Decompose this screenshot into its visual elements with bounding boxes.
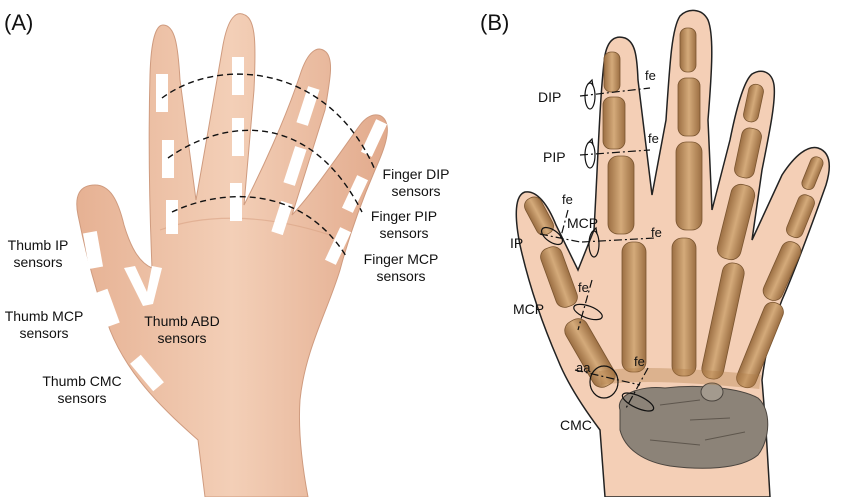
label-ip: IP [510, 235, 523, 251]
bone-ring-distal [743, 83, 764, 123]
bone-ring-metacarpal [701, 262, 745, 380]
joint-arcs [161, 73, 376, 257]
label-aa-cmc: aa [576, 360, 591, 375]
axis-cmc-aa [574, 369, 641, 386]
label-fe-pip: fe [648, 131, 659, 146]
sensor-thumb-abd [124, 266, 162, 306]
arrowhead-mcp [591, 226, 598, 235]
rot-arrow-mcp-thumb [573, 303, 603, 321]
label-mcp-finger: MCP [567, 215, 598, 231]
label-thumb-cmc-2: sensors [57, 390, 106, 406]
sensor-middle-dip [232, 57, 244, 95]
bone-little-proximal [762, 241, 802, 301]
panel-a-label: (A) [4, 10, 33, 35]
bone-thumb-distal [524, 196, 554, 236]
rot-arrow-ip [540, 226, 564, 246]
sensor-index-pip [162, 140, 174, 178]
bone-little-metacarpal [736, 301, 784, 389]
rot-arrow-dip [584, 82, 596, 110]
sensor-index-dip [156, 74, 168, 112]
skeleton [524, 27, 824, 389]
label-thumb-abd-1: Thumb ABD [144, 313, 219, 329]
bone-ring-proximal [716, 183, 756, 261]
bone-thumb-proximal [540, 246, 578, 308]
rot-arrow-cmc-aa [589, 365, 619, 399]
sensor-middle-pip [232, 118, 244, 156]
label-thumb-ip-2: sensors [13, 254, 62, 270]
bone-ring-middle [734, 127, 762, 179]
panel-b: (B) [480, 9, 831, 497]
bone-index-metacarpal [621, 241, 647, 373]
arrowhead-pip [587, 137, 594, 146]
arrowhead-dip [587, 78, 594, 87]
sensor-ring-mcp [271, 200, 293, 236]
sensor-index-mcp [166, 200, 178, 234]
sensor-ring-pip [283, 146, 307, 186]
carpal-pisiform [700, 382, 724, 402]
label-pip: PIP [543, 149, 566, 165]
sensor-little-pip [341, 175, 369, 213]
label-finger-pip-2: sensors [379, 225, 428, 241]
sensor-thumb-cmc [130, 354, 164, 392]
arc-pip [167, 129, 363, 213]
bone-index-middle [602, 96, 626, 150]
label-thumb-ip-1: Thumb IP [8, 237, 69, 253]
sensor-little-mcp [324, 227, 352, 265]
label-finger-mcp-2: sensors [376, 268, 425, 284]
label-dip: DIP [538, 89, 561, 105]
bone-middle-middle [677, 77, 701, 137]
label-thumb-mcp-2: sensors [19, 325, 68, 341]
label-finger-dip-1: Finger DIP [383, 166, 450, 182]
axis-mcp-finger [581, 237, 656, 243]
bone-middle-proximal [675, 141, 703, 231]
bone-middle-distal [679, 27, 697, 73]
sensor-thumb-mcp [94, 288, 120, 328]
bone-little-distal [801, 156, 824, 190]
panel-b-label: (B) [480, 10, 509, 35]
bone-middle-metacarpal [671, 237, 697, 377]
carpal-mass [618, 386, 769, 469]
axis-ip [539, 233, 581, 243]
axis-mcp-thumb [577, 279, 593, 331]
thumb-sensors [82, 231, 164, 392]
carpals [618, 382, 769, 469]
label-fe-mcp-thumb: fe [578, 280, 589, 295]
label-cmc: CMC [560, 417, 592, 433]
label-thumb-cmc-1: Thumb CMC [42, 373, 121, 389]
label-finger-pip-1: Finger PIP [371, 208, 437, 224]
rot-arrow-mcp-finger [588, 230, 600, 258]
axis-pip [579, 149, 651, 156]
arc-mcp [171, 196, 347, 257]
label-fe-cmc: fe [634, 354, 645, 369]
panel-a-labels: Finger DIP sensors Finger PIP sensors Fi… [5, 166, 450, 406]
sensor-little-dip [360, 119, 388, 157]
axis-ip-fe [559, 209, 569, 241]
rot-arrow-pip [584, 141, 596, 169]
sensor-thumb-ip [82, 231, 104, 269]
panel-a: (A) [4, 10, 449, 497]
label-fe-mcp: fe [651, 225, 662, 240]
label-finger-mcp-1: Finger MCP [364, 251, 439, 267]
bone-little-middle [786, 194, 815, 239]
sensor-middle-mcp [230, 183, 242, 221]
label-thumb-abd-2: sensors [157, 330, 206, 346]
joint-axes [539, 78, 656, 412]
axis-dip [579, 87, 651, 97]
bone-index-proximal [607, 155, 635, 235]
bone-index-distal [603, 51, 621, 93]
label-fe-ip: fe [562, 192, 573, 207]
bone-thumb-metacarpal [564, 318, 616, 388]
panel-b-labels: DIP PIP IP MCP MCP CMC fe fe fe fe fe fe… [510, 68, 662, 433]
label-thumb-mcp-1: Thumb MCP [5, 308, 84, 324]
label-mcp-thumb: MCP [513, 301, 544, 317]
rot-arrow-cmc-fe [621, 392, 655, 412]
label-finger-dip-2: sensors [391, 183, 440, 199]
label-fe-dip: fe [645, 68, 656, 83]
